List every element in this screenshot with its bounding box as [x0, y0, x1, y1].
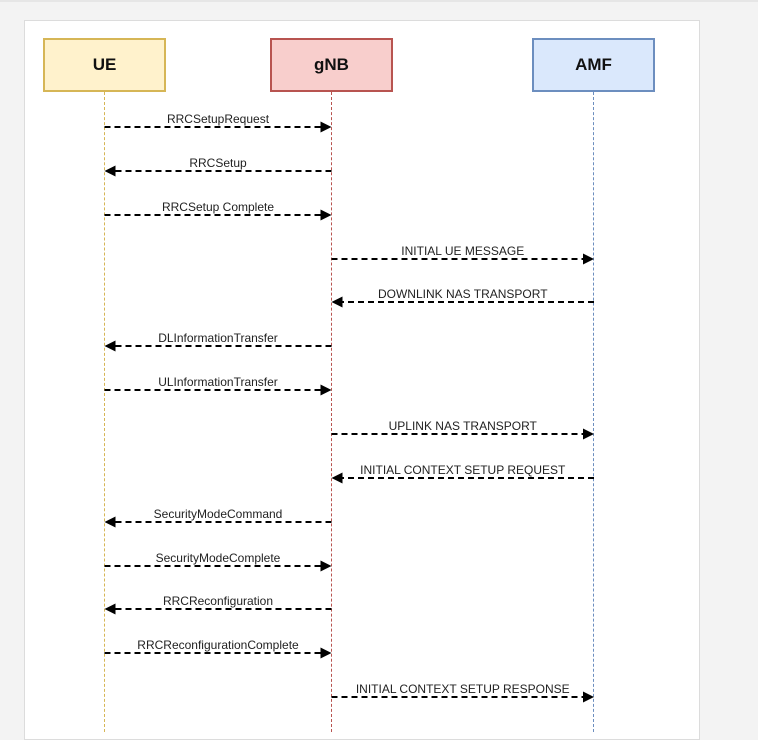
message-2 — [104, 165, 332, 177]
lifeline-amf — [593, 92, 595, 732]
diagram-canvas — [24, 20, 700, 740]
arrowhead-icon — [104, 516, 116, 528]
message-12 — [104, 603, 332, 615]
message-label: INITIAL CONTEXT SETUP RESPONSE — [355, 682, 570, 696]
arrowhead-icon — [320, 560, 332, 572]
actor-label: UE — [92, 55, 117, 74]
message-14 — [331, 691, 594, 703]
message-label: RRCSetupRequest — [166, 112, 270, 126]
arrowhead-icon — [104, 340, 116, 352]
window-top-border — [0, 0, 758, 2]
message-3 — [104, 209, 332, 221]
message-7 — [104, 384, 332, 396]
message-label: DLInformationTransfer — [158, 331, 278, 345]
message-label: ULInformationTransfer — [158, 375, 278, 389]
message-label: RRCReconfigurationComplete — [137, 638, 299, 652]
message-label: SecurityModeCommand — [153, 507, 283, 521]
arrowhead-icon — [320, 384, 332, 396]
arrowhead-icon — [104, 165, 116, 177]
lifeline-gnb — [330, 92, 332, 732]
message-arrows — [104, 121, 594, 703]
actor-gnb: gNB — [270, 38, 393, 92]
actor-amf: AMF — [532, 38, 655, 92]
message-6 — [104, 340, 332, 352]
actor-label: gNB — [314, 55, 349, 74]
message-label: UPLINK NAS TRANSPORT — [388, 419, 537, 433]
message-label: RRCSetup — [189, 156, 247, 170]
message-label: DOWNLINK NAS TRANSPORT — [377, 287, 548, 301]
message-4 — [331, 253, 594, 265]
message-1 — [104, 121, 332, 133]
arrowhead-icon — [331, 296, 343, 308]
message-label: INITIAL UE MESSAGE — [401, 244, 525, 258]
arrowhead-icon — [331, 472, 343, 484]
actor-ue: UE — [43, 38, 166, 92]
message-5 — [331, 296, 594, 308]
arrowhead-icon — [104, 603, 116, 615]
message-11 — [104, 560, 332, 572]
arrowhead-icon — [320, 209, 332, 221]
message-8 — [331, 428, 594, 440]
message-label: SecurityModeComplete — [155, 551, 281, 565]
arrowhead-icon — [583, 428, 594, 440]
actor-label: AMF — [575, 55, 612, 74]
arrowhead-icon — [320, 121, 332, 133]
arrowhead-icon — [320, 647, 332, 659]
lifeline-ue — [103, 92, 105, 732]
message-10 — [104, 516, 332, 528]
arrowhead-icon — [583, 253, 594, 265]
message-label: INITIAL CONTEXT SETUP REQUEST — [360, 463, 566, 477]
message-13 — [104, 647, 332, 659]
message-label: RRCSetup Complete — [161, 200, 275, 214]
message-9 — [331, 472, 594, 484]
arrowhead-icon — [583, 691, 594, 703]
message-label: RRCReconfiguration — [162, 594, 274, 608]
